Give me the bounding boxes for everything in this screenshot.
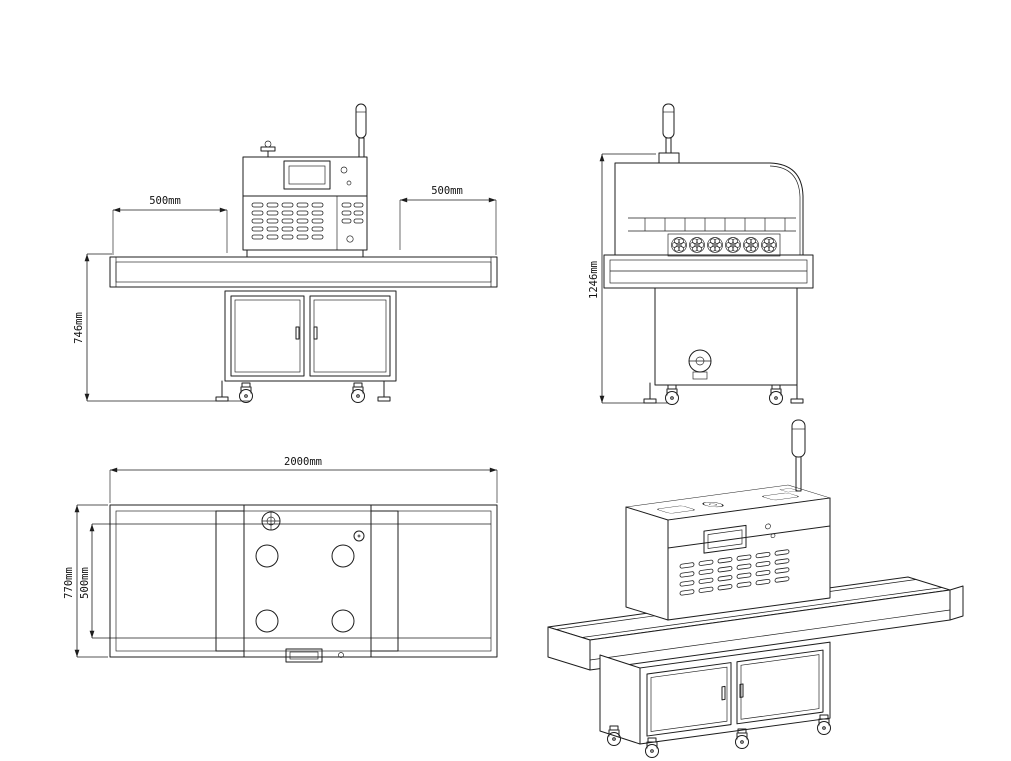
dimension-side-height: 1246mm	[588, 153, 668, 404]
lifting-knob-icon	[260, 140, 276, 158]
button-top-dot	[357, 534, 361, 538]
mount-hole	[255, 544, 279, 568]
conveyor-end	[603, 254, 814, 289]
isometric-view	[547, 419, 964, 758]
control-screen	[703, 524, 747, 554]
dim-label-front-infeed: 500mm	[149, 195, 181, 207]
mount-hole	[255, 609, 279, 633]
indicator-light	[765, 523, 771, 530]
cabinet	[224, 290, 397, 382]
belt-roller-end	[949, 585, 964, 621]
stand-side	[654, 287, 798, 386]
lifting-knob-icon	[261, 511, 281, 531]
cabinet-door-right	[309, 295, 391, 377]
indicator-light	[340, 166, 348, 174]
rear-panel	[285, 648, 344, 663]
dimension-top-width: 770mm	[63, 504, 108, 658]
cooling-fan-row	[667, 233, 781, 257]
signal-lamp-icon	[658, 103, 680, 164]
machine-body-side	[614, 162, 804, 257]
door-handle-icon	[295, 326, 300, 340]
front-view: 500mm 500mm 746mm	[73, 103, 498, 403]
control-screen	[283, 160, 331, 190]
iso-machine-head	[625, 419, 831, 621]
door-handle-icon	[739, 683, 744, 698]
dim-label-side-height: 1246mm	[588, 261, 600, 299]
dim-label-front-outfeed: 500mm	[431, 185, 463, 197]
signal-lamp-icon	[355, 103, 367, 158]
iso-cabinet	[599, 641, 831, 745]
vent-grille	[679, 549, 790, 596]
dim-label-top-length: 2000mm	[284, 456, 322, 468]
indicator-light	[346, 180, 352, 186]
dimension-front-outfeed: 500mm	[399, 185, 497, 255]
dimension-front-infeed: 500mm	[112, 195, 228, 255]
dimension-front-height: 746mm	[73, 253, 250, 402]
mount-hole	[331, 544, 355, 568]
dimension-top-length: 2000mm	[109, 456, 498, 503]
indicator-light	[770, 533, 776, 539]
drain-valve-icon	[688, 349, 712, 380]
door-handle-icon	[313, 326, 318, 340]
cabinet-door-left	[230, 295, 305, 377]
button-top	[353, 530, 365, 542]
dimension-belt-width: 500mm	[79, 523, 116, 639]
door-handle-icon	[721, 685, 726, 701]
conveyor-frame-top	[109, 504, 498, 658]
dim-label-belt-width: 500mm	[79, 567, 91, 599]
top-vent	[657, 505, 695, 514]
dim-label-top-width: 770mm	[63, 567, 75, 599]
top-vent	[762, 492, 799, 501]
mount-hole	[331, 609, 355, 633]
top-view: 2000mm	[63, 456, 498, 663]
conveyor-table	[109, 256, 498, 288]
dim-label-front-height: 746mm	[73, 312, 85, 344]
signal-lamp-icon	[791, 419, 806, 492]
machine-footprint	[215, 504, 399, 663]
side-view: 1246mm	[588, 103, 814, 405]
vent-grille	[251, 202, 364, 243]
machine-head	[242, 140, 368, 258]
lifting-knob-icon	[702, 501, 724, 508]
lamp-base	[779, 488, 799, 493]
